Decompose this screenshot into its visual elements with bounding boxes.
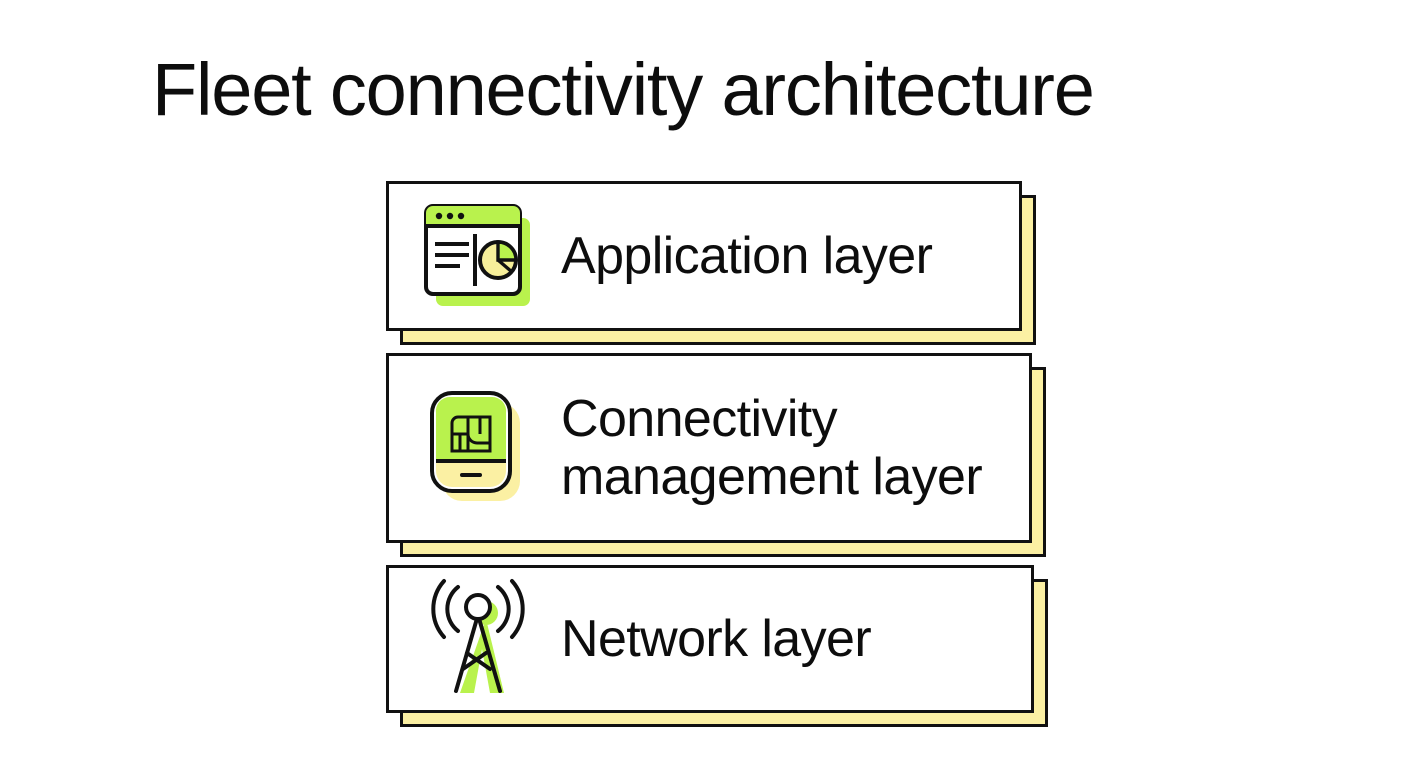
- layer-card-connectivity-management[interactable]: Connectivity management layer: [386, 353, 1046, 557]
- page-title: Fleet connectivity architecture: [152, 48, 1095, 131]
- layer-card-application[interactable]: Application layer: [386, 181, 1036, 345]
- layer-label: Application layer: [561, 227, 933, 285]
- layer-label: Network layer: [561, 610, 872, 668]
- cell-tower-icon: [419, 579, 539, 699]
- layer-card-network[interactable]: Network layer: [386, 565, 1048, 727]
- layer-label: Connectivity management layer: [561, 390, 983, 506]
- dashboard-window-icon: [419, 196, 539, 316]
- card-face[interactable]: Network layer: [386, 565, 1034, 713]
- card-face[interactable]: Application layer: [386, 181, 1022, 331]
- sim-card-device-icon: [419, 388, 539, 508]
- card-face[interactable]: Connectivity management layer: [386, 353, 1032, 543]
